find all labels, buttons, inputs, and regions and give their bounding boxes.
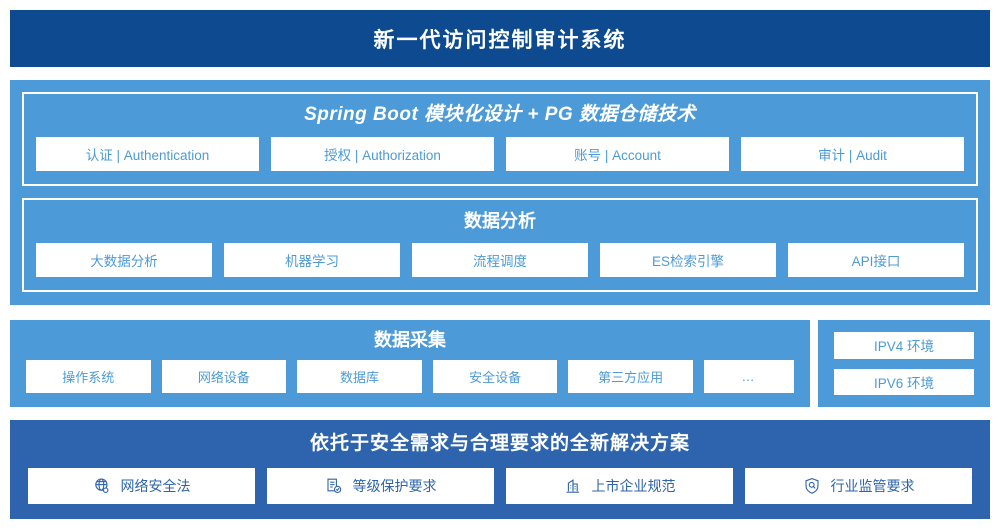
- data-analysis-group: 数据分析 大数据分析 机器学习 流程调度 ES检索引擎 API接口: [22, 198, 978, 292]
- ip-environment-panel: IPV4 环境 IPV6 环境: [818, 320, 990, 407]
- spring-boot-chip-row: 认证 | Authentication 授权 | Authorization 账…: [24, 137, 976, 171]
- chip-audit[interactable]: 审计 | Audit: [741, 137, 964, 171]
- compliance-chip-row: 网络安全法 等级保护要求: [10, 468, 990, 504]
- chip-ipv6-environment[interactable]: IPV6 环境: [834, 368, 974, 395]
- chip-authorization[interactable]: 授权 | Authorization: [271, 137, 494, 171]
- data-collection-title: 数据采集: [374, 330, 446, 350]
- chip-level-protection-label: 等级保护要求: [352, 478, 437, 494]
- compliance-panel: 依托于安全需求与合理要求的全新解决方案 网络安全法: [10, 420, 990, 519]
- ip-environment-list: IPV4 环境 IPV6 环境: [818, 320, 990, 407]
- chip-operating-system[interactable]: 操作系统: [26, 360, 151, 393]
- chip-industry-regulation[interactable]: 行业监管要求: [745, 468, 972, 504]
- compliance-title: 依托于安全需求与合理要求的全新解决方案: [309, 433, 690, 454]
- app-title-bar: 新一代访问控制审计系统: [10, 10, 990, 67]
- chip-account[interactable]: 账号 | Account: [506, 137, 729, 171]
- bank-building-icon: [564, 477, 582, 495]
- spring-boot-group-title: Spring Boot 模块化设计 + PG 数据仓储技术: [304, 104, 696, 125]
- chip-more-ellipsis[interactable]: …: [703, 360, 794, 393]
- chip-big-data-analysis[interactable]: 大数据分析: [36, 243, 212, 277]
- chip-authentication[interactable]: 认证 | Authentication: [36, 137, 259, 171]
- chip-process-scheduling[interactable]: 流程调度: [412, 243, 588, 277]
- chip-machine-learning[interactable]: 机器学习: [224, 243, 400, 277]
- chip-level-protection[interactable]: 等级保护要求: [267, 468, 494, 504]
- data-collection-panel: 数据采集 操作系统 网络设备 数据库 安全设备 第三方应用 …: [10, 320, 810, 407]
- data-analysis-group-title: 数据分析: [464, 211, 536, 231]
- shield-search-icon: [803, 477, 821, 495]
- page-title: 新一代访问控制审计系统: [373, 28, 627, 52]
- chip-cybersecurity-law[interactable]: 网络安全法: [28, 468, 255, 504]
- chip-listed-enterprise[interactable]: 上市企业规范: [506, 468, 733, 504]
- chip-third-party-app[interactable]: 第三方应用: [568, 360, 693, 393]
- spring-boot-group: Spring Boot 模块化设计 + PG 数据仓储技术 认证 | Authe…: [22, 92, 978, 186]
- chip-network-device[interactable]: 网络设备: [161, 360, 287, 393]
- data-analysis-chip-row: 大数据分析 机器学习 流程调度 ES检索引擎 API接口: [24, 243, 976, 277]
- chip-listed-enterprise-label: 上市企业规范: [591, 478, 676, 494]
- globe-network-icon: [93, 477, 111, 495]
- chip-database[interactable]: 数据库: [297, 360, 422, 393]
- chip-industry-regulation-label: 行业监管要求: [830, 478, 915, 494]
- document-check-icon: [325, 477, 343, 495]
- chip-security-device[interactable]: 安全设备: [432, 360, 558, 393]
- chip-es-search-engine[interactable]: ES检索引擎: [600, 243, 776, 277]
- chip-ipv4-environment[interactable]: IPV4 环境: [834, 332, 974, 359]
- chip-api-interface[interactable]: API接口: [788, 243, 964, 277]
- data-collection-chip-row: 操作系统 网络设备 数据库 安全设备 第三方应用 …: [10, 360, 810, 393]
- chip-cybersecurity-law-label: 网络安全法: [120, 478, 191, 494]
